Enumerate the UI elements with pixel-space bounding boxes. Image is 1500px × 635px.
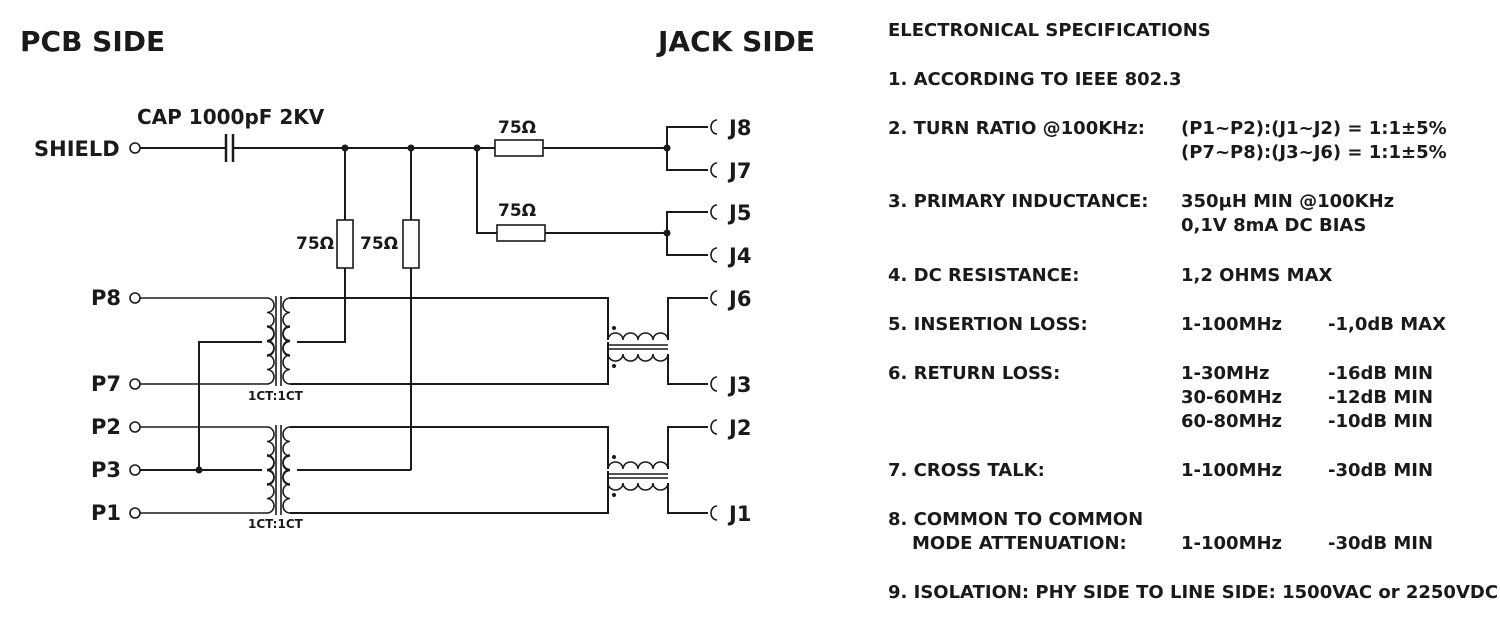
spec-value bbox=[1328, 508, 1433, 532]
resistor-label: 75Ω bbox=[498, 201, 536, 221]
resistor-j5-j4 bbox=[496, 224, 546, 242]
resistor-label: 75Ω bbox=[296, 234, 334, 254]
transformer-ratio-label: 1CT:1CT bbox=[248, 389, 304, 403]
pin-p2-label: P2 bbox=[91, 415, 121, 439]
pin-p8 bbox=[129, 292, 141, 304]
pin-j6-label: J6 bbox=[727, 287, 751, 311]
transformer-ratio-label: 1CT:1CT bbox=[248, 517, 304, 531]
resistor-ct-2 bbox=[402, 219, 420, 269]
pin-p1-label: P1 bbox=[91, 501, 121, 525]
spec-value: 1-100MHz bbox=[1181, 460, 1283, 481]
resistor-label: 75Ω bbox=[360, 234, 398, 254]
spec-value: 0,1V 8mA DC BIAS bbox=[1181, 215, 1367, 236]
pin-p2 bbox=[129, 421, 141, 433]
pin-p7-label: P7 bbox=[91, 372, 121, 396]
spec-name: 7. CROSS TALK: bbox=[888, 460, 1045, 481]
spec-value: -12dB MIN bbox=[1328, 387, 1434, 408]
common-mode-choke-1 bbox=[607, 326, 669, 368]
jack-side-title: JACK SIDE bbox=[656, 25, 815, 58]
spec-name: 3. PRIMARY INDUCTANCE: bbox=[888, 191, 1149, 212]
transformer-1 bbox=[266, 296, 291, 386]
pcb-side-title: PCB SIDE bbox=[20, 25, 165, 58]
spec-name: 6. RETURN LOSS: bbox=[888, 363, 1061, 384]
spec-name: 9. ISOLATION: PHY SIDE TO LINE SIDE: 150… bbox=[888, 582, 1499, 603]
spec-value: 1,2 OHMS MAX bbox=[1181, 265, 1333, 286]
resistor-label: 75Ω bbox=[498, 118, 536, 138]
resistor-j8-j7 bbox=[494, 139, 544, 157]
schematic-diagram: PCB SIDE JACK SIDE SHIELD CAP 1000pF 2KV… bbox=[20, 25, 815, 531]
pin-p8-label: P8 bbox=[91, 286, 121, 310]
pin-j5-label: J5 bbox=[727, 201, 751, 225]
spec-value: (P1~P2):(J1~J2) = 1:1±5% bbox=[1181, 118, 1447, 139]
pin-j3-label: J3 bbox=[727, 373, 751, 397]
pin-j1-label: J1 bbox=[727, 502, 751, 526]
spec-name: MODE ATTENUATION: bbox=[912, 533, 1127, 554]
shield-capacitor bbox=[224, 134, 235, 162]
spec-value: -30dB MIN bbox=[1328, 533, 1434, 554]
spec-value: 1-30MHz bbox=[1181, 363, 1270, 384]
spec-value: 1-100MHz bbox=[1181, 533, 1283, 554]
pin-p3-label: P3 bbox=[91, 458, 121, 482]
pin-p1 bbox=[129, 507, 141, 519]
spec-name: 8. COMMON TO COMMON bbox=[888, 509, 1144, 530]
spec-value: -16dB MIN bbox=[1328, 363, 1434, 384]
spec-value: -30dB MIN bbox=[1328, 460, 1434, 481]
spec-value: (P7~P8):(J3~J6) = 1:1±5% bbox=[1181, 142, 1447, 163]
transformer-2 bbox=[266, 425, 291, 515]
jack-terminals bbox=[710, 119, 718, 521]
spec-name: 2. TURN RATIO @100KHz: bbox=[888, 118, 1145, 139]
spec-value: -1,0dB MAX bbox=[1328, 314, 1446, 335]
spec-value: -10dB MIN bbox=[1328, 411, 1434, 432]
pin-j4-label: J4 bbox=[727, 244, 751, 268]
resistor-ct-1 bbox=[336, 219, 354, 269]
pin-p3 bbox=[129, 464, 141, 476]
pin-j7-label: J7 bbox=[727, 159, 751, 183]
spec-name: 4. DC RESISTANCE: bbox=[888, 265, 1080, 286]
pin-j8-label: J8 bbox=[727, 116, 751, 140]
electrical-specifications: ELECTRONICAL SPECIFICATIONS 1. ACCORDING… bbox=[888, 0, 1498, 635]
spec-value: 350µH MIN @100KHz bbox=[1181, 191, 1395, 212]
spec-name: 1. ACCORDING TO IEEE 802.3 bbox=[888, 69, 1182, 90]
spec-value: 30-60MHz bbox=[1181, 387, 1283, 408]
pin-p7 bbox=[129, 378, 141, 390]
spec-value: 60-80MHz bbox=[1181, 411, 1283, 432]
common-mode-choke-2 bbox=[607, 455, 669, 497]
spec-value: 1-100MHz bbox=[1181, 314, 1283, 335]
shield-label: SHIELD bbox=[34, 137, 120, 161]
shield-terminal bbox=[129, 142, 141, 154]
spec-name: 5. INSERTION LOSS: bbox=[888, 314, 1088, 335]
capacitor-label: CAP 1000pF 2KV bbox=[137, 105, 325, 129]
pin-j2-label: J2 bbox=[727, 416, 751, 440]
spec-value bbox=[1181, 508, 1282, 532]
specs-title: ELECTRONICAL SPECIFICATIONS bbox=[888, 20, 1211, 41]
